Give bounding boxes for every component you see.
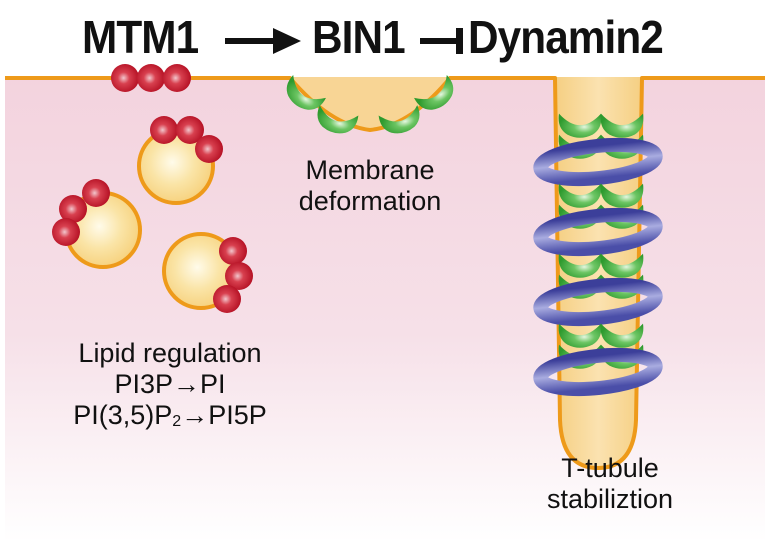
product: →PI5P — [181, 400, 267, 430]
label-line: stabiliztion — [546, 484, 674, 514]
subscript: 2 — [172, 413, 182, 430]
label-line: deformation — [298, 186, 442, 216]
mtm1-vesicle-1 — [150, 116, 223, 163]
label-line: Lipid regulation — [78, 338, 262, 368]
membrane-deformation-label: Membrane deformation — [270, 155, 470, 217]
gene-bin1: BIN1 — [312, 11, 406, 63]
mtm1-vesicle-2 — [52, 179, 110, 246]
lipid-regulation-label: Lipid regulation PI3P→PI PI(3,5)P2→PI5P — [20, 338, 320, 437]
t-bar-inhibit-icon — [420, 28, 463, 54]
label-line: Membrane — [305, 155, 435, 185]
gene-mtm1: MTM1 — [82, 11, 199, 63]
arrow-right-icon — [225, 28, 301, 54]
gene-dynamin2: Dynamin2 — [468, 11, 664, 63]
reactant: PI(3,5)P — [73, 400, 173, 430]
reaction-pi3p: PI3P→PI — [114, 369, 226, 399]
label-line: T-tubule — [561, 453, 659, 483]
pathway-title: MTM1 BIN1 Dynamin2 — [0, 2, 771, 72]
ttubule-stabilization-label: T-tubule stabiliztion — [520, 453, 700, 515]
mtm1-membrane — [111, 64, 191, 92]
mtm1-vesicle-3 — [213, 237, 253, 313]
dynamin-ring — [533, 137, 663, 187]
dynamin-ring — [533, 347, 663, 397]
reaction-pi35p2: PI(3,5)P2→PI5P — [20, 400, 320, 437]
dynamin-ring — [533, 277, 663, 327]
membrane-invagination — [290, 77, 450, 130]
ttubule-proteins — [533, 113, 663, 397]
dynamin-ring — [533, 207, 663, 257]
